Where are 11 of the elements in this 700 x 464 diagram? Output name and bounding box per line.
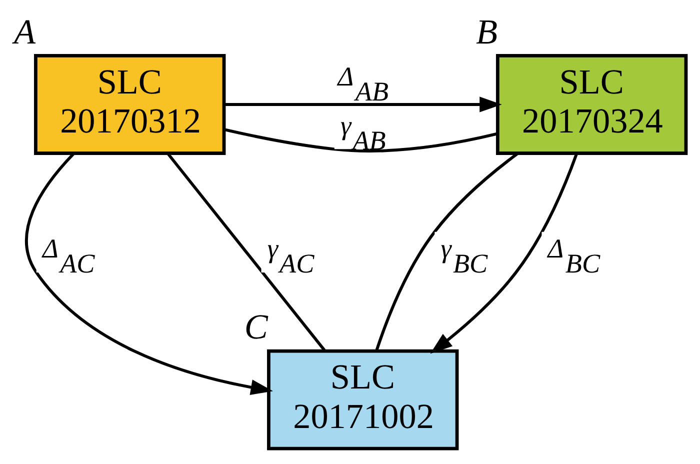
node-box: SLC 20170312 (34, 54, 226, 154)
node-label: C (244, 307, 268, 346)
node-label: B (476, 12, 498, 51)
arrow (430, 152, 578, 354)
node-box: SLC 20170324 (496, 54, 688, 154)
connector (224, 128, 498, 152)
connector (166, 152, 326, 352)
arrow (25, 152, 274, 394)
node-box: SLC 20171002 (267, 348, 459, 450)
arrow (224, 96, 502, 112)
node-label: A (14, 12, 36, 51)
